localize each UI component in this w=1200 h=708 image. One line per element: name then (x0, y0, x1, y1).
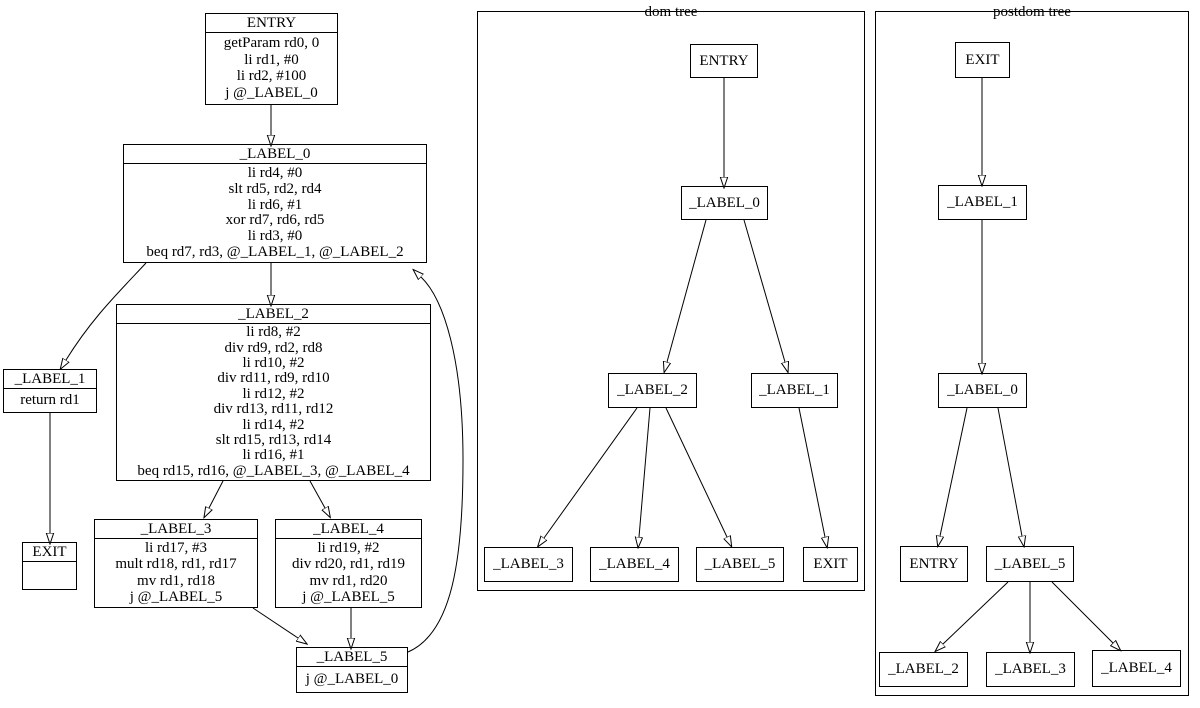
dom-tree-panel (477, 11, 865, 591)
instruction-line: mv rd1, rd18 (137, 572, 215, 589)
instruction-line: li rd6, #1 (247, 196, 303, 213)
instruction-line: getParam rd0, 0 (223, 34, 320, 51)
postdom-node-exit: EXIT (955, 42, 1010, 78)
instruction-line: div rd9, rd2, rd8 (224, 339, 323, 356)
instruction-line: li rd19, #2 (317, 540, 380, 557)
instruction-line: j @_LABEL_0 (225, 85, 318, 102)
cfg-node-exit: EXIT (22, 542, 77, 590)
postdom-node-label-3: _LABEL_3 (986, 652, 1075, 687)
instruction-line: div rd11, rd9, rd10 (217, 370, 330, 387)
dom-node-label-1: _LABEL_1 (751, 373, 838, 408)
instruction-line: li rd10, #2 (242, 355, 305, 372)
cfg-edge-label3-label5 (252, 607, 298, 638)
cfg-edge-label2-label3 (209, 480, 224, 508)
instruction-line: li rd4, #0 (247, 164, 303, 181)
instruction-line: return rd1 (20, 392, 80, 408)
instruction-line: li rd8, #2 (246, 324, 301, 341)
dom-node-exit: EXIT (803, 547, 858, 582)
instruction-line: li rd1, #0 (244, 51, 299, 68)
instruction-line: div rd20, rd1, rd19 (292, 556, 405, 573)
node-header: _LABEL_1 (4, 370, 96, 389)
instruction-line: xor rd7, rd6, rd5 (225, 212, 325, 229)
instruction-line: li rd17, #3 (144, 540, 208, 557)
dom-node-label-5: _LABEL_5 (696, 547, 784, 582)
postdom-tree-panel (875, 11, 1189, 696)
node-body: return rd1 (4, 389, 96, 412)
dom-node-label-0: _LABEL_0 (681, 186, 768, 220)
dom-node-label-4: _LABEL_4 (590, 547, 679, 582)
node-header: _LABEL_3 (95, 520, 257, 539)
instruction-line: beq rd15, rd16, @_LABEL_3, @_LABEL_4 (137, 462, 410, 479)
postdom-node-entry: ENTRY (900, 546, 968, 582)
instruction-line: j @_LABEL_5 (302, 588, 395, 605)
node-header: _LABEL_4 (276, 520, 421, 539)
node-header: _LABEL_5 (297, 648, 407, 667)
instruction-line: div rd13, rd11, rd12 (213, 401, 334, 418)
instruction-line: slt rd5, rd2, rd4 (228, 180, 322, 197)
postdom-node-label-1: _LABEL_1 (938, 185, 1027, 220)
instruction-line: j @_LABEL_5 (129, 588, 223, 605)
node-body (23, 562, 76, 589)
instruction-line: mult rd18, rd1, rd17 (115, 556, 237, 573)
cfg-node-label-5: _LABEL_5 j @_LABEL_0 (296, 647, 408, 693)
instruction-line: li rd2, #100 (236, 68, 307, 85)
instruction-line: li rd16, #1 (242, 447, 305, 464)
node-header: _LABEL_0 (124, 145, 426, 164)
instruction-line: li rd12, #2 (242, 385, 305, 402)
instruction-line: beq rd7, rd3, @_LABEL_1, @_LABEL_2 (146, 244, 404, 261)
node-header: _LABEL_2 (117, 305, 430, 324)
node-header: EXIT (23, 543, 76, 562)
postdom-tree-title: postdom tree (993, 4, 1071, 20)
postdom-node-label-2: _LABEL_2 (879, 652, 968, 687)
instruction-line: li rd14, #2 (242, 416, 305, 433)
instruction-line: li rd3, #0 (247, 228, 303, 245)
dom-node-label-2: _LABEL_2 (608, 373, 697, 408)
cfg-edge-label2-label4 (309, 480, 325, 508)
dom-node-entry: ENTRY (690, 44, 758, 78)
postdom-node-label-5: _LABEL_5 (986, 546, 1074, 582)
dom-node-label-3: _LABEL_3 (484, 547, 573, 582)
instruction-line: j @_LABEL_0 (305, 671, 399, 687)
postdom-node-label-0: _LABEL_0 (938, 373, 1027, 408)
instruction-line: slt rd15, rd13, rd14 (215, 431, 332, 448)
node-header: ENTRY (206, 14, 337, 33)
postdom-node-label-4: _LABEL_4 (1092, 650, 1181, 687)
instruction-line: mv rd1, rd20 (309, 572, 388, 589)
cfg-node-label-1: _LABEL_1 return rd1 (3, 369, 97, 413)
node-body: j @_LABEL_0 (297, 667, 407, 692)
dom-tree-title: dom tree (644, 4, 698, 20)
